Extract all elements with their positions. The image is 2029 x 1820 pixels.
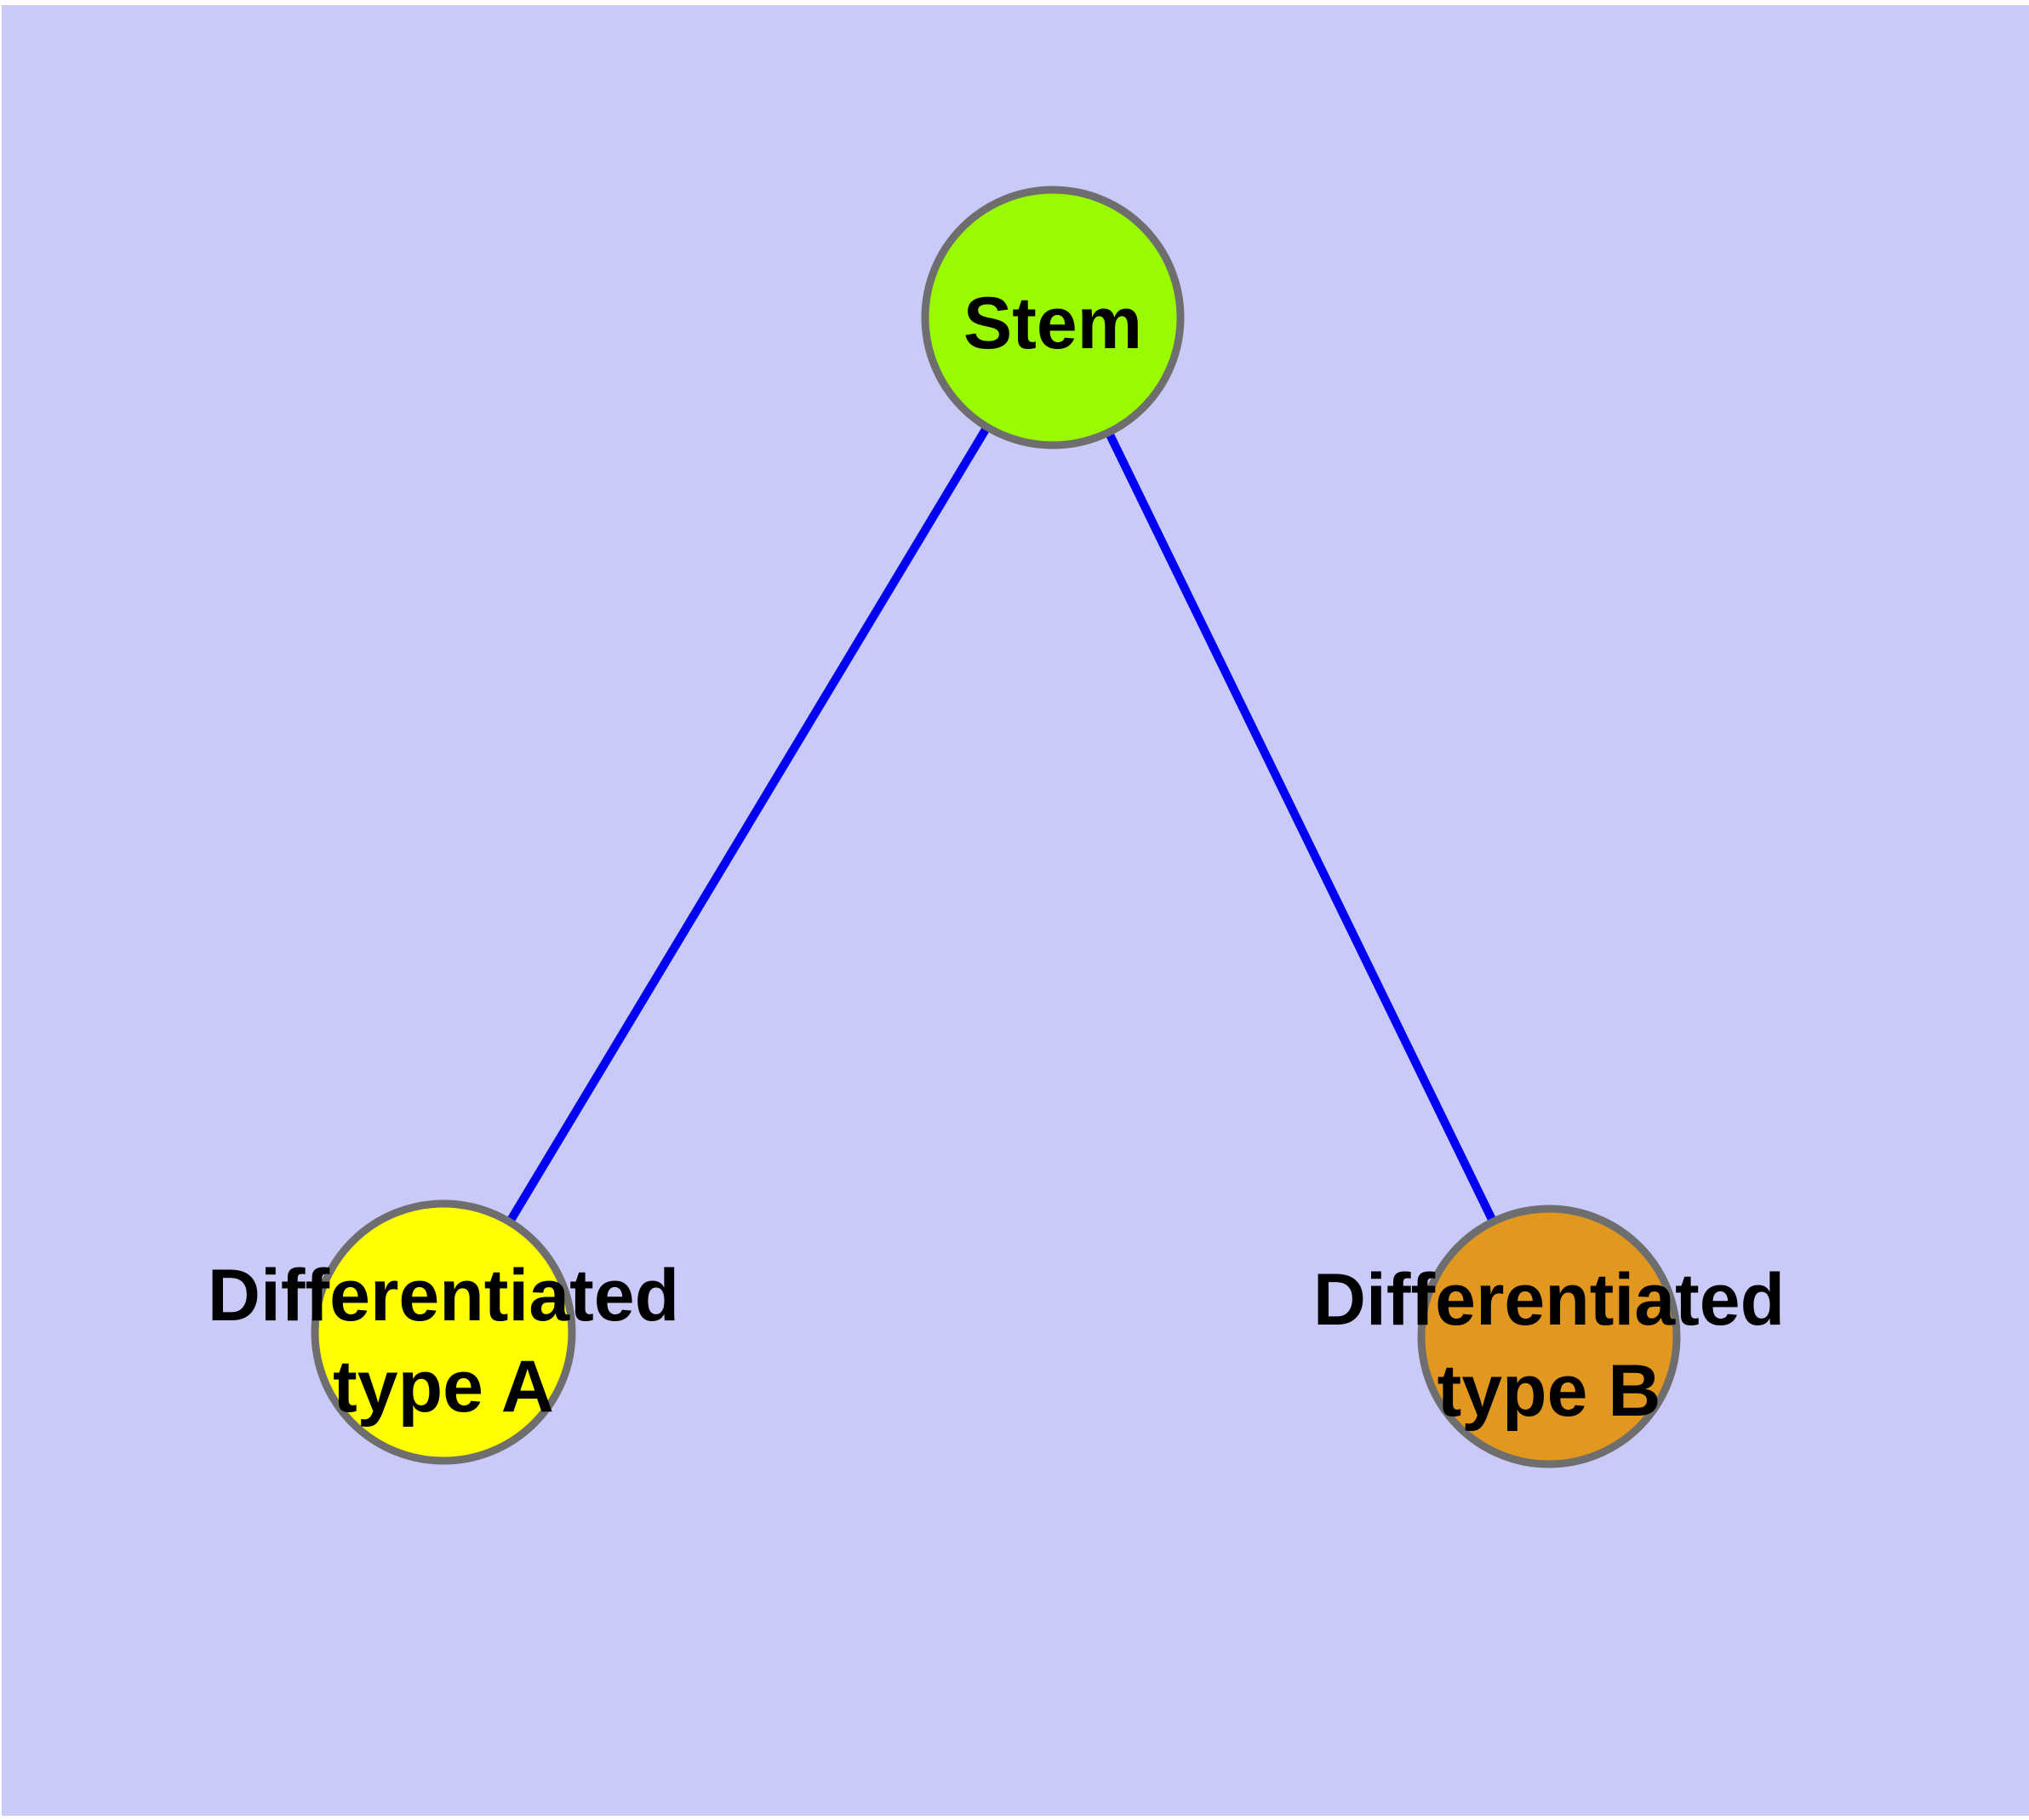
node-type-b-label-line-1: Differentiated xyxy=(1313,1259,1785,1341)
node-type-b xyxy=(1417,1205,1681,1468)
node-type-a-label-line-1: Differentiated xyxy=(208,1255,679,1336)
node-stem xyxy=(921,186,1185,449)
node-stem-label: Stem xyxy=(963,283,1142,364)
edge-stem-to-type-a xyxy=(439,315,1057,1335)
node-type-a-label-line-2: type A xyxy=(333,1346,554,1428)
edge-stem-to-type-b xyxy=(1049,315,1553,1339)
node-type-a xyxy=(311,1199,576,1465)
node-type-b-label-line-2: type B xyxy=(1437,1350,1661,1432)
